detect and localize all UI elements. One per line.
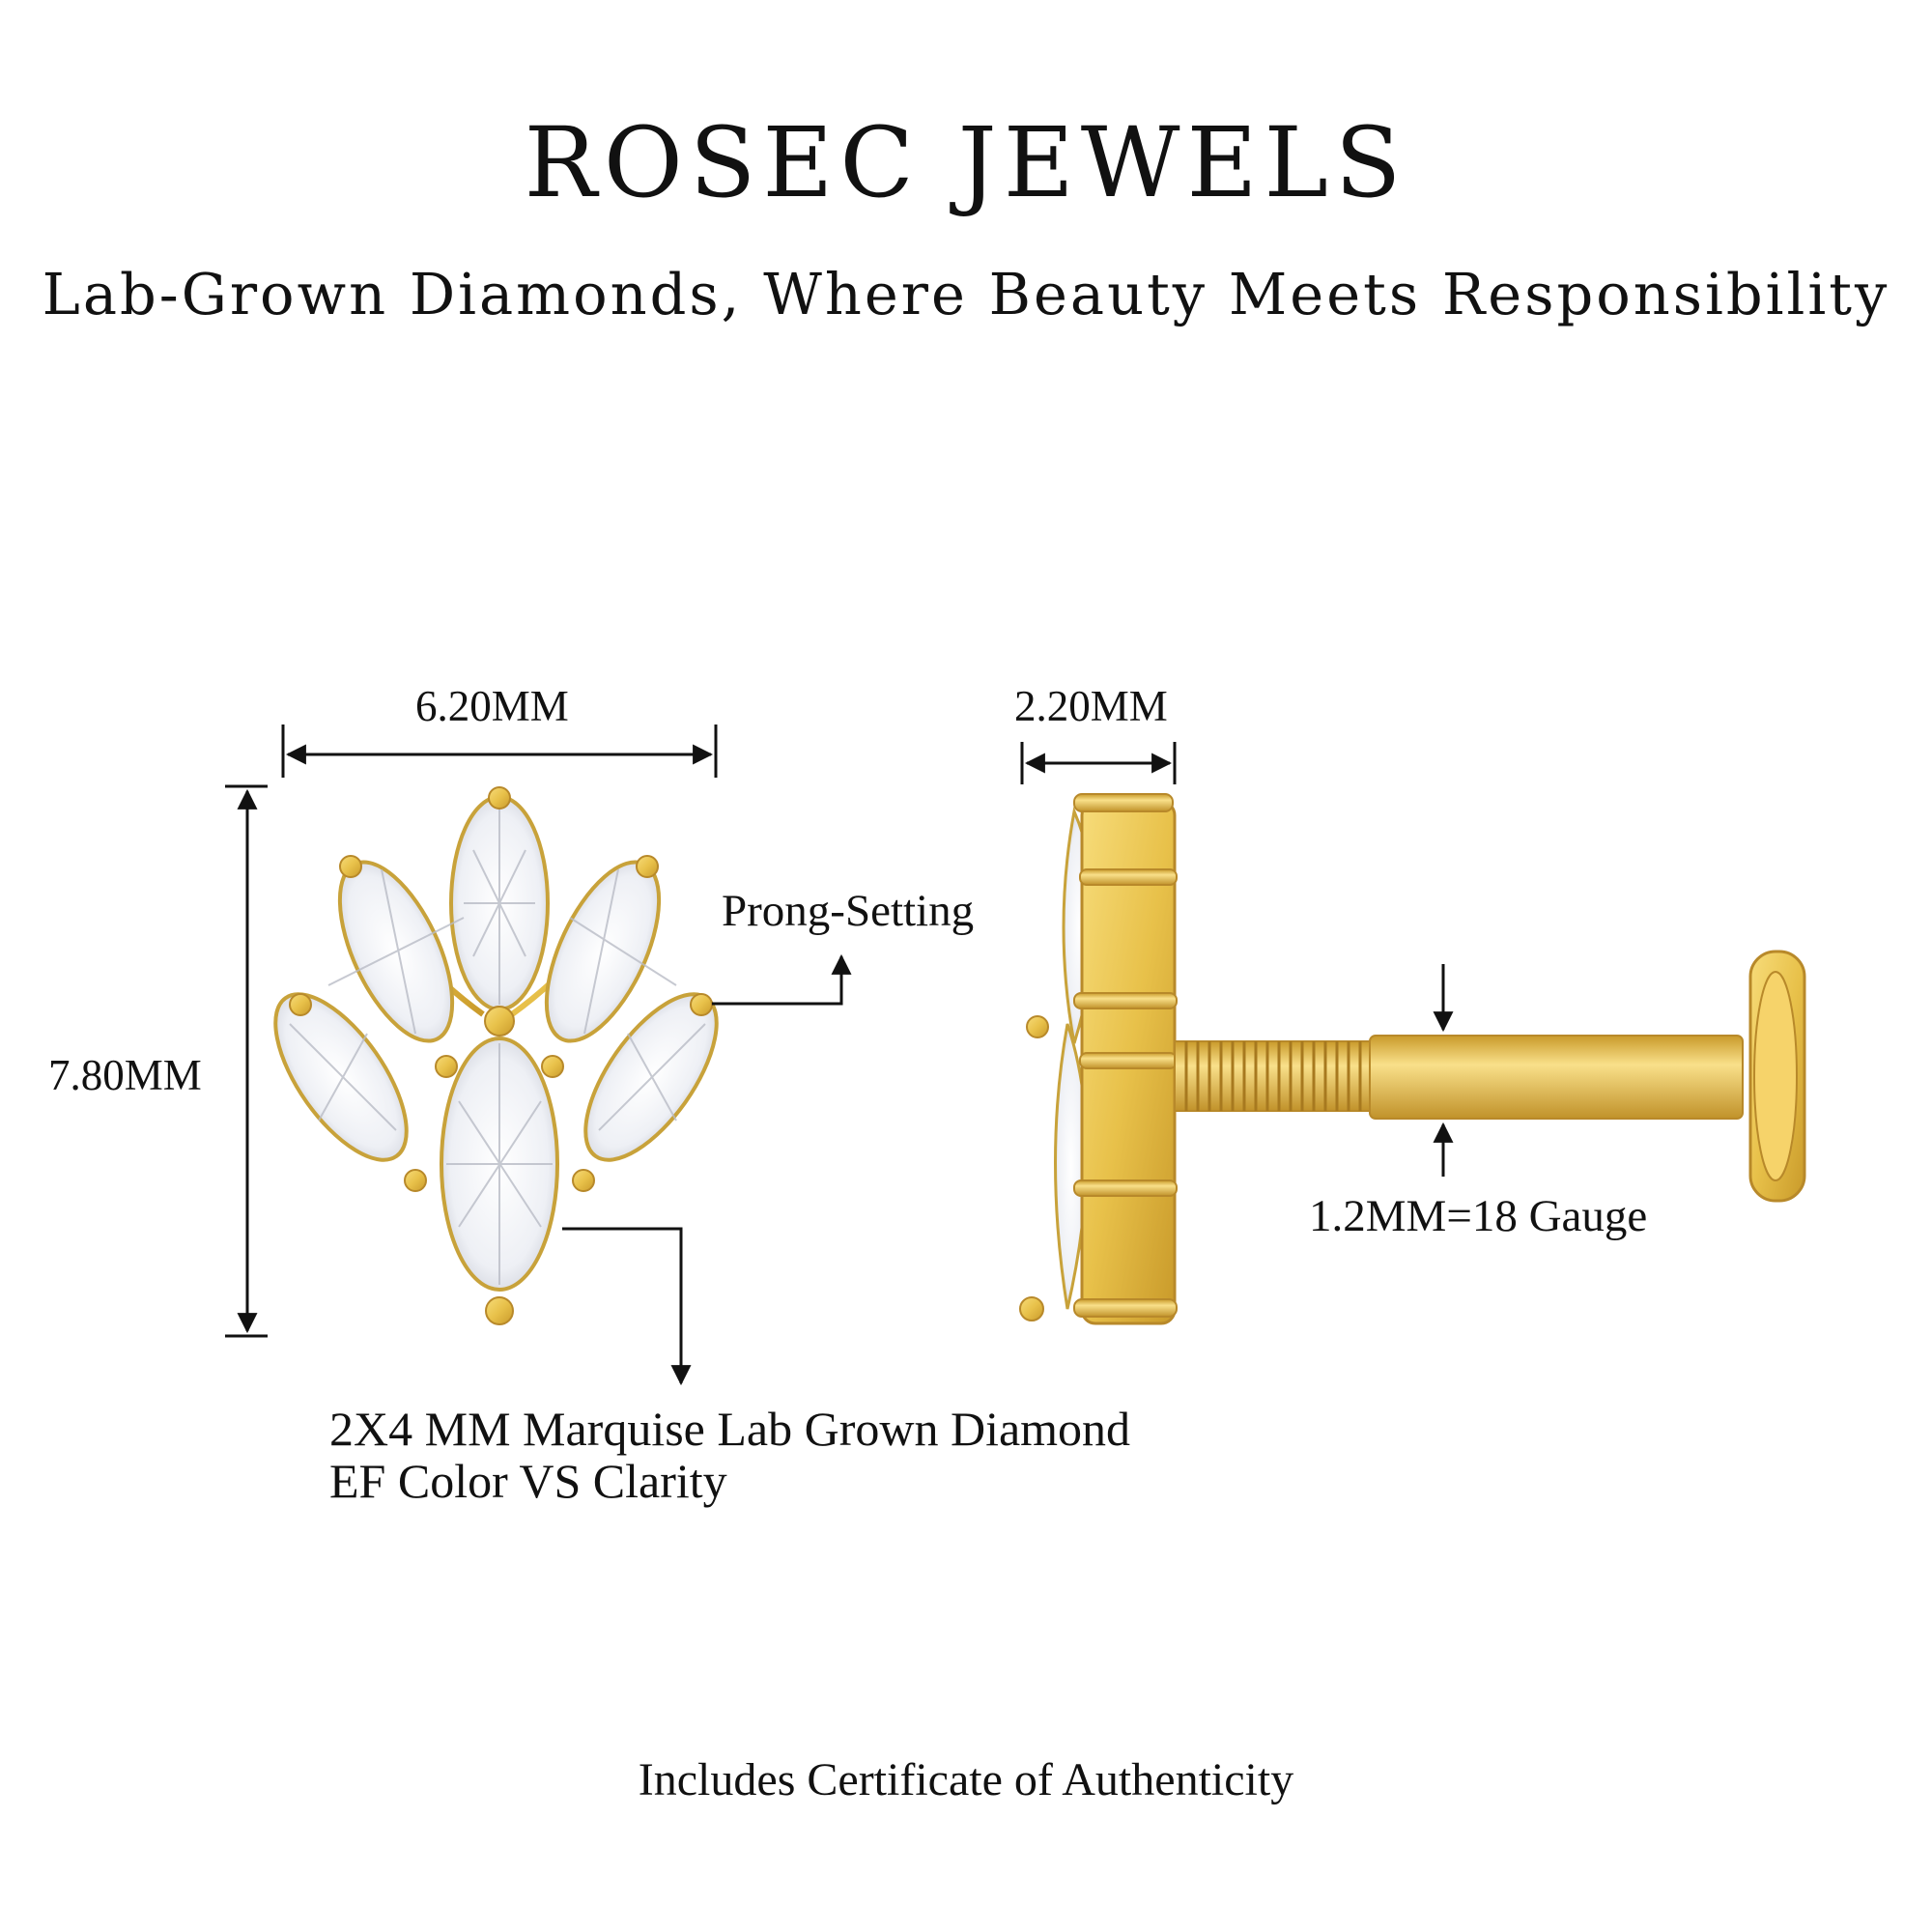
- prong: [404, 1169, 427, 1192]
- prong: [541, 1055, 564, 1078]
- width-dimension-line: [281, 724, 718, 778]
- prong-setting-label: Prong-Setting: [722, 886, 975, 936]
- marquise-stone-left-outer: [273, 992, 409, 1162]
- stone-spec-line-2: EF Color VS Clarity: [329, 1454, 727, 1508]
- height-label: 7.80MM: [48, 1051, 202, 1099]
- stone-leader: [562, 1227, 692, 1386]
- prong: [690, 993, 713, 1016]
- front-view-earring: [273, 786, 719, 1325]
- prong: [485, 1296, 514, 1325]
- prong: [484, 1006, 515, 1037]
- side-view-earring: [1019, 793, 1806, 1325]
- prong: [488, 786, 511, 810]
- brand-tagline: Lab-Grown Diamonds, Where Beauty Meets R…: [42, 261, 1890, 327]
- depth-label: 2.20MM: [1014, 682, 1168, 730]
- prong: [339, 855, 362, 878]
- prong-setting-leader: [712, 953, 852, 1006]
- height-dimension-line: [225, 784, 268, 1338]
- width-label: 6.20MM: [415, 682, 569, 730]
- stone-spec: 2X4 MM Marquise Lab Grown Diamond EF Col…: [329, 1403, 1130, 1507]
- stone-spec-line-1: 2X4 MM Marquise Lab Grown Diamond: [329, 1402, 1131, 1456]
- brand-title: ROSEC JEWELS: [524, 106, 1408, 219]
- certificate-note: Includes Certificate of Authenticity: [638, 1754, 1294, 1805]
- gauge-label: 1.2MM=18 Gauge: [1309, 1191, 1648, 1241]
- prong: [636, 855, 659, 878]
- prong: [435, 1055, 458, 1078]
- prong: [289, 993, 312, 1016]
- prong: [572, 1169, 595, 1192]
- depth-dimension-line: [1020, 742, 1177, 784]
